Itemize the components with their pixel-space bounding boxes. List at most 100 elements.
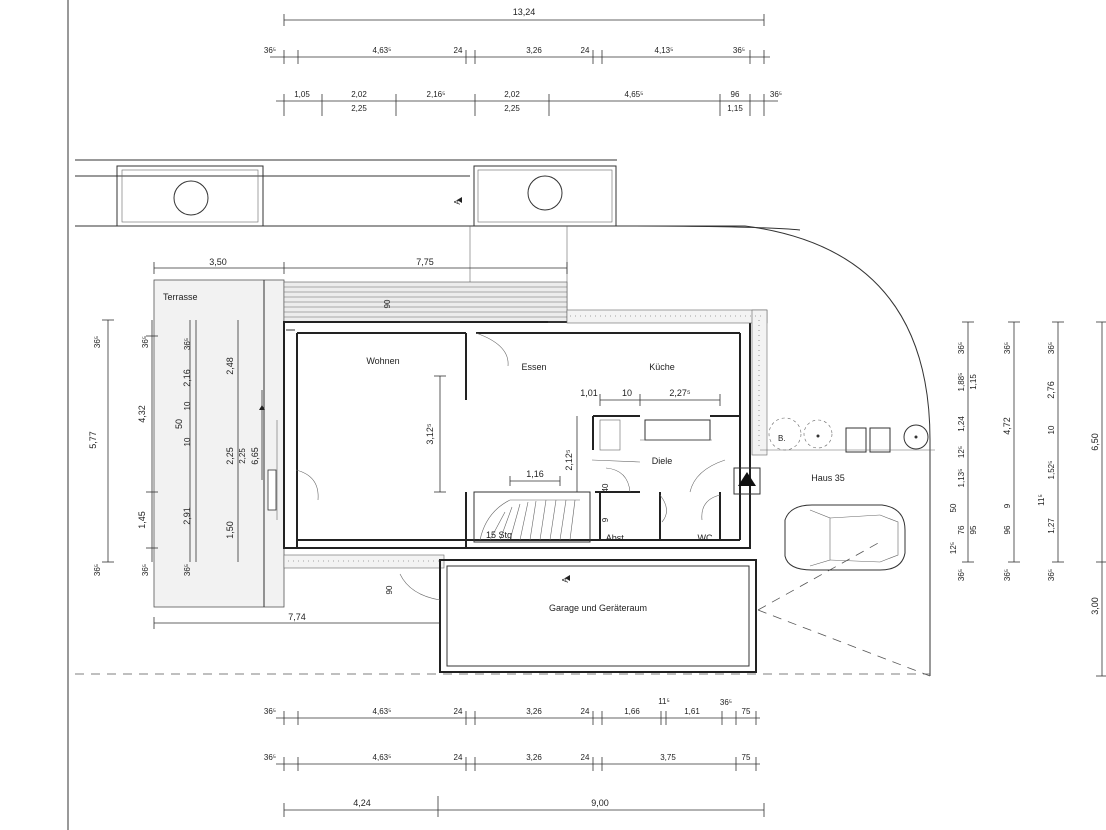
bin-mark-b: B.: [778, 434, 786, 443]
dim-bottom1-8: 36⁵: [720, 698, 732, 707]
dim-top3-4: 2,02: [504, 90, 520, 99]
room-labels: Wohnen Essen Küche Diele 15 Stg Abst. WC…: [366, 356, 844, 543]
dim-left4-2: 10: [183, 401, 192, 410]
room-label-haus: Haus 35: [811, 473, 845, 483]
dim-right1-3: 12⁵: [957, 446, 966, 458]
tree-planter-icon: [173, 180, 209, 216]
room-label-abst: Abst.: [606, 533, 627, 543]
dim-right3-3: 1,52⁵: [1047, 461, 1056, 480]
dim-right2-3: 9: [1003, 503, 1012, 508]
dim-kitchen-1: 10: [622, 388, 632, 398]
left-dimensions: 5,77 36⁵ 4,32 1,45 36⁵ 36⁵ 50 36⁵ 36⁵ 2,…: [88, 319, 265, 576]
dim-top3-1: 2,02: [351, 90, 367, 99]
dim-wohnen-height: 3,12⁵: [425, 423, 435, 445]
dim-left5-2: 2,25: [238, 448, 247, 464]
dim-bottom2-4: 24: [581, 753, 590, 762]
dim-right-total-top: 6,50: [1090, 433, 1100, 451]
dim-top-total: 13,24: [513, 7, 536, 17]
room-label-terrasse: Terrasse: [163, 292, 198, 302]
dim-stair-width: 1,16: [526, 469, 544, 479]
dim-top3-5: 2,25: [504, 104, 520, 113]
dim-top2-0: 36⁵: [264, 46, 276, 55]
dim-abst-1: 9: [601, 517, 610, 522]
dim-bottom2-0: 36⁵: [264, 753, 276, 762]
entrance-arrow-icon: [738, 472, 756, 486]
dim-bottom2-3: 3,26: [526, 753, 542, 762]
dim-top2-2: 24: [454, 46, 463, 55]
dim-right1-1: 1,15: [969, 374, 978, 390]
dim-wall-90-top: 90: [383, 299, 392, 308]
dim-left4-5: 36⁵: [183, 564, 192, 576]
room-label-diele: Diele: [652, 456, 673, 466]
dim-right1-6: 76: [957, 525, 966, 534]
dim-right3-5: 1,27: [1047, 518, 1056, 534]
dim-top2-4: 24: [581, 46, 590, 55]
dim-right-total-bottom: 3,00: [1090, 597, 1100, 615]
dim-bottom2-5: 3,75: [660, 753, 676, 762]
dim-top3-2: 2,25: [351, 104, 367, 113]
dim-bottom1-1: 4,63⁵: [373, 707, 392, 716]
room-label-wohnen: Wohnen: [366, 356, 399, 366]
car-icon: [784, 504, 906, 571]
dim-house-top-width: 7,75: [416, 257, 434, 267]
garage: A Garage und Geräteraum 90: [385, 541, 931, 677]
dim-bottom1-7: 1,61: [684, 707, 700, 716]
dim-bottom1-5: 1,66: [624, 707, 640, 716]
right-dimensions: 36⁵ 1,88⁵ 1,15 1,24 12⁵ 1,13⁵ 50 76 95 1…: [949, 321, 1106, 677]
dim-left5-0: 2,48: [225, 357, 235, 375]
dim-bottom1-0: 36⁵: [264, 707, 276, 716]
dim-left3-0: 36⁵: [141, 336, 150, 348]
dim-right1-2: 1,24: [957, 416, 966, 432]
dim-bottom1-4: 24: [581, 707, 590, 716]
dim-kitchen-2: 2,27⁵: [669, 388, 691, 398]
dim-top2-3: 3,26: [526, 46, 542, 55]
dim-bottom1-9: 75: [742, 707, 751, 716]
dim-left4-1: 2,16: [182, 369, 192, 387]
dim-bottom3-1: 9,00: [591, 798, 609, 808]
section-mark-top: A: [453, 199, 462, 205]
staircase: 1,16: [473, 469, 591, 543]
top-dimensions: 13,24 36⁵ 4,63⁵ 24 3,26 24 4,13⁵ 36⁵ 1,0…: [264, 7, 782, 116]
dim-left4-4: 2,91: [182, 507, 192, 525]
dim-right1-0: 1,88⁵: [957, 373, 966, 392]
dim-left-total2: 6,65: [250, 447, 260, 465]
dim-top3-8: 1,15: [727, 104, 743, 113]
dim-right1-4: 1,13⁵: [957, 469, 966, 488]
dim-left-total: 5,77: [88, 431, 98, 449]
dim-left3-2: 36⁵: [141, 564, 150, 576]
dim-bottom1-2: 24: [454, 707, 463, 716]
dim-top2-6: 36⁵: [733, 46, 745, 55]
dim-right1-5: 50: [949, 503, 958, 512]
dim-right2-2: 96: [1003, 525, 1012, 534]
dim-left5-1: 2,25: [225, 447, 235, 465]
dim-left2-0: 36⁵: [93, 336, 102, 348]
dim-right1-9: 36⁵: [957, 569, 966, 581]
dim-right2-0: 36⁵: [1003, 342, 1012, 354]
dim-wall-90-bottom: 90: [385, 585, 394, 594]
interior-dimensions: 3,12⁵ 1,01 10 2,27⁵ 2,12⁵ 40 9: [425, 375, 721, 522]
dim-terrace-bottom-width: 7,74: [288, 612, 306, 622]
kitchen-counter: [599, 419, 712, 451]
dim-bottom3-0: 4,24: [353, 798, 371, 808]
section-mark-bottom: A: [561, 577, 570, 583]
tree-planter-icon: [527, 175, 563, 211]
dim-right3-2: 10: [1047, 425, 1056, 434]
dim-left4-0: 36⁵: [183, 338, 192, 350]
dim-right3-1: 2,76: [1046, 381, 1056, 399]
dim-left5-3: 1,50: [225, 521, 235, 539]
room-label-stair: 15 Stg: [486, 530, 512, 540]
insulation-band: [283, 309, 768, 569]
dim-top2-5: 4,13⁵: [655, 46, 674, 55]
room-label-garage: Garage und Geräteraum: [549, 603, 647, 613]
dim-top2-1: 4,63⁵: [373, 46, 392, 55]
bottom-dimensions: 36⁵ 4,63⁵ 24 3,26 24 1,66 11⁵ 1,61 36⁵ 7…: [264, 697, 765, 817]
street-planters: A: [75, 159, 931, 676]
dim-top3-6: 4,65⁵: [625, 90, 644, 99]
dim-right1-8: 12⁵: [949, 542, 958, 554]
room-label-kueche: Küche: [649, 362, 675, 372]
dim-bottom2-2: 24: [454, 753, 463, 762]
dim-right1-7: 95: [969, 525, 978, 534]
dim-top3-0: 1,05: [294, 90, 310, 99]
dim-right1-top: 36⁵: [957, 342, 966, 354]
dim-right3-4: 11⁵: [1037, 494, 1046, 506]
